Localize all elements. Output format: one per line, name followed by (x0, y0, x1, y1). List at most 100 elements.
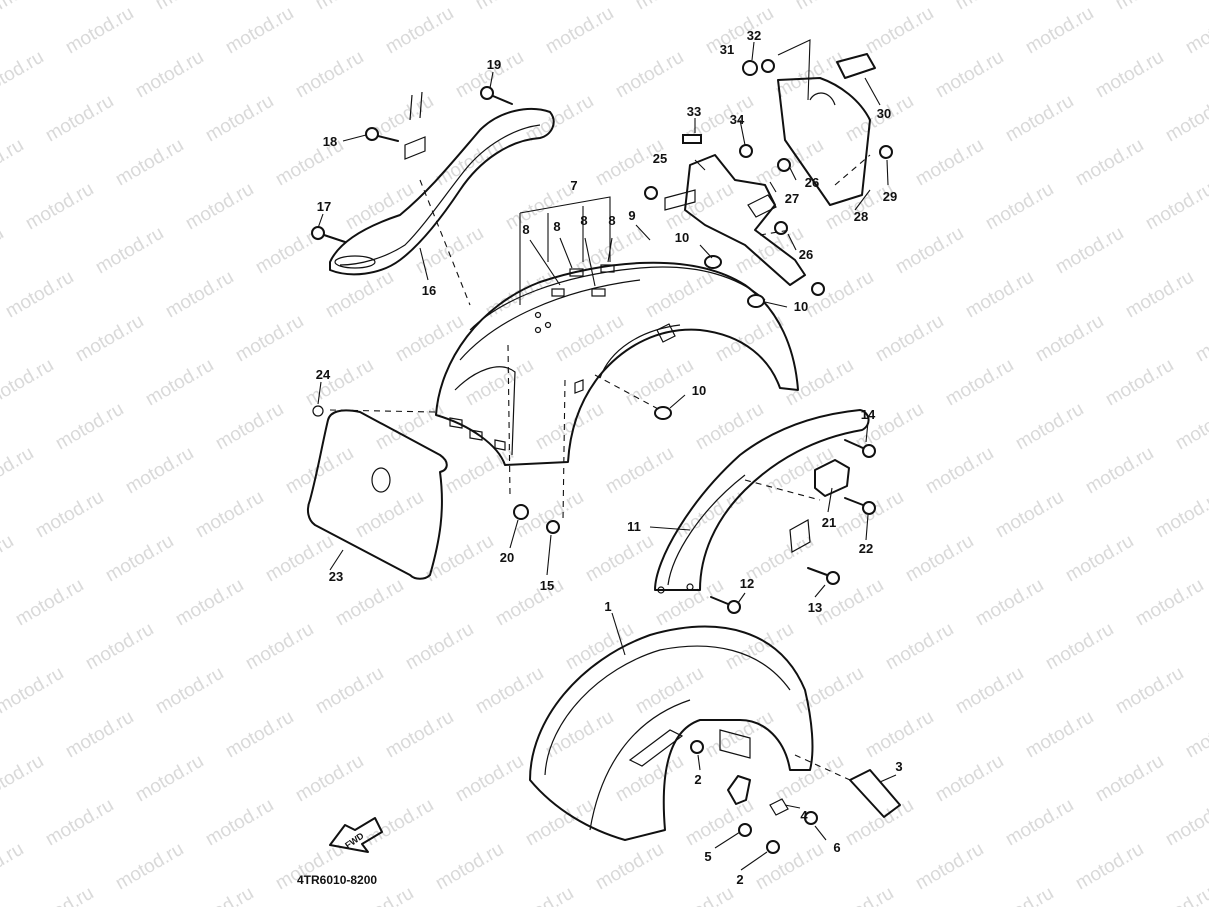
watermark-text: motod.ru (142, 355, 217, 411)
rear-fender (435, 261, 799, 466)
watermark-text: motod.ru (292, 47, 367, 103)
watermark-text: motod.ru (422, 531, 497, 587)
watermark-text: motod.ru (72, 311, 147, 367)
watermark-text: motod.ru (162, 267, 237, 323)
callout-8-a: 8 (522, 222, 529, 237)
watermark-text: motod.ru (912, 135, 987, 191)
watermark-text: motod.ru (112, 839, 187, 895)
watermark-text: motod.ru (312, 663, 387, 719)
callout-26-top: 26 (805, 175, 819, 190)
watermark-text: motod.ru (1132, 575, 1207, 631)
assembly-lines (329, 39, 871, 781)
callout-28: 28 (854, 209, 868, 224)
watermark-text: motod.ru (202, 795, 277, 851)
watermark-text: motod.ru (932, 47, 1007, 103)
callout-7: 7 (570, 178, 577, 193)
watermark-text: motod.ru (882, 619, 957, 675)
watermark-text: motod.ru (382, 707, 457, 763)
watermark-text: motod.ru (892, 223, 967, 279)
watermark-text: motod.ru (1182, 3, 1209, 59)
watermark-text: motod.ru (0, 663, 67, 719)
watermark-text: motod.ru (1062, 531, 1137, 587)
watermark-text: motod.ru (1112, 0, 1187, 14)
callout-9: 9 (628, 208, 635, 223)
watermark-text: motod.ru (952, 663, 1027, 719)
watermark-text: motod.ru (222, 3, 297, 59)
watermark-text: motod.ru (1082, 443, 1157, 499)
callout-20: 20 (500, 550, 514, 565)
watermark-text: motod.ru (0, 223, 7, 279)
callout-18: 18 (323, 134, 337, 149)
watermark-text: motod.ru (702, 707, 777, 763)
callout-32: 32 (747, 28, 761, 43)
watermark-text: motod.ru (792, 0, 867, 14)
watermark-text: motod.ru (522, 795, 597, 851)
watermark-text: motod.ru (1032, 311, 1107, 367)
callout-14: 14 (861, 407, 876, 422)
watermark-text: motod.ru (1022, 707, 1097, 763)
watermark-text: motod.ru (132, 47, 207, 103)
watermark-text: motod.ru (92, 223, 167, 279)
callout-21: 21 (822, 515, 836, 530)
watermark-text: motod.ru (672, 487, 747, 543)
watermark-text: motod.ru (452, 751, 527, 807)
watermark-text: motod.ru (982, 179, 1057, 235)
watermark-text: motod.ru (52, 399, 127, 455)
watermark-text: motod.ru (562, 619, 637, 675)
callout-30: 30 (877, 106, 891, 121)
watermark-text: motod.ru (602, 443, 677, 499)
watermark-text: motod.ru (632, 0, 707, 14)
watermark-text: motod.ru (822, 883, 897, 907)
watermark-text: motod.ru (982, 883, 1057, 907)
watermark-text: motod.ru (662, 883, 737, 907)
watermark-text: motod.ru (662, 179, 737, 235)
watermark-text: motod.ru (12, 575, 87, 631)
watermark-text: motod.ru (1122, 267, 1197, 323)
watermark-text: motod.ru (612, 751, 687, 807)
watermark-text: motod.ru (182, 883, 257, 907)
callout-3: 3 (895, 759, 902, 774)
watermark-text: motod.ru (182, 179, 257, 235)
watermark-text: motod.ru (2, 267, 77, 323)
callout-19: 19 (487, 57, 501, 72)
watermark-text: motod.ru (472, 663, 547, 719)
watermark-text: motod.ru (242, 619, 317, 675)
watermark-text: motod.ru (232, 311, 307, 367)
callout-6: 6 (833, 840, 840, 855)
watermark-text: motod.ru (432, 839, 507, 895)
watermark-text: motod.ru (642, 267, 717, 323)
callout-4: 4 (800, 808, 808, 823)
callout-5: 5 (704, 849, 711, 864)
watermark-text: motod.ru (0, 751, 47, 807)
callout-24: 24 (316, 367, 331, 382)
watermark-text: motod.ru (402, 619, 477, 675)
watermark-text: motod.ru (1112, 663, 1187, 719)
watermark-text: motod.ru (0, 355, 57, 411)
watermark-text: motod.ru (612, 47, 687, 103)
watermark-text: motod.ru (942, 355, 1017, 411)
callout-34: 34 (730, 112, 745, 127)
watermark-text: motod.ru (502, 179, 577, 235)
callout-33: 33 (687, 104, 701, 119)
watermark-text: motod.ru (362, 795, 437, 851)
callout-10-a: 10 (675, 230, 689, 245)
watermark-text: motod.ru (1172, 399, 1209, 455)
watermark-text: motod.ru (702, 3, 777, 59)
watermark-text: motod.ru (502, 883, 577, 907)
watermark-text: motod.ru (172, 575, 247, 631)
callout-23: 23 (329, 569, 343, 584)
watermark-text: motod.ru (772, 751, 847, 807)
watermark-text: motod.ru (902, 531, 977, 587)
watermark-text: motod.ru (722, 619, 797, 675)
watermark-text: motod.ru (792, 663, 867, 719)
watermark-text: motod.ru (912, 839, 987, 895)
callout-8-c: 8 (580, 213, 587, 228)
watermark-text: motod.ru (962, 267, 1037, 323)
watermark-text: motod.ru (132, 751, 207, 807)
watermark-text: motod.ru (682, 795, 757, 851)
watermark-text: motod.ru (0, 443, 37, 499)
watermark-text: motod.ru (0, 47, 47, 103)
fender-stay (654, 409, 870, 594)
